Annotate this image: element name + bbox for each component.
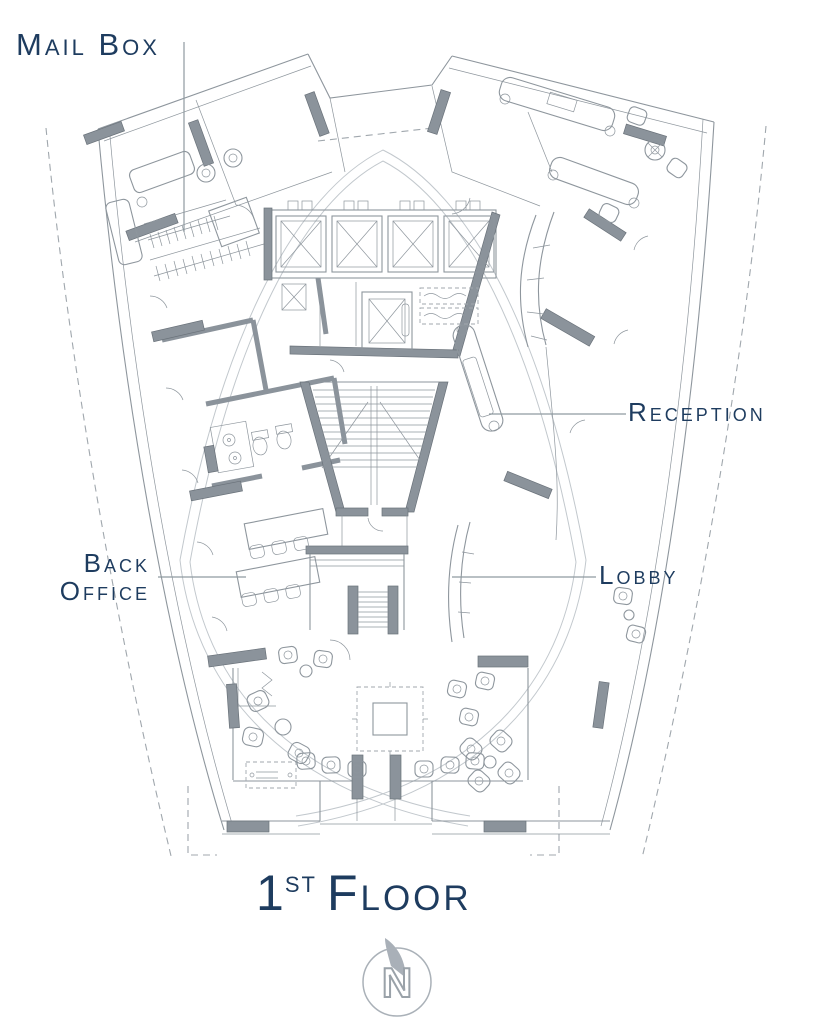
floor-ordinal: st [284, 872, 317, 897]
compass-north-letter: N [382, 959, 412, 1006]
lobby-seating [241, 586, 647, 793]
perimeter-piers [83, 89, 667, 833]
door-swings [149, 197, 649, 632]
office-lounge-right [498, 76, 688, 223]
leader-lines [158, 42, 626, 578]
floor-number: 1 [256, 865, 285, 921]
elevator-cell [331, 200, 383, 273]
secondary-stair [305, 545, 409, 661]
compass-circle [362, 947, 432, 1017]
site-boundary-dashed [45, 125, 767, 861]
main-stair [299, 381, 449, 546]
back-office-label-line1: Back [83, 548, 150, 578]
back-office-desks [235, 507, 329, 607]
curved-benches [448, 211, 555, 643]
floor-title: 1st Floor [256, 864, 472, 922]
reception-label: Reception [628, 397, 766, 427]
design-arcs [179, 149, 587, 827]
service-elevator [361, 291, 413, 351]
elevator-cell [443, 200, 495, 273]
reception-desk [452, 324, 504, 432]
back-office-label: Back Office [18, 549, 150, 605]
mail-box-label: Mail Box [16, 27, 160, 62]
elevator-core [263, 200, 501, 359]
north-compass: N [362, 938, 432, 1017]
restrooms [203, 420, 293, 474]
building-outline [97, 53, 715, 835]
elevator-cell [387, 200, 439, 273]
mailbox-lounge [105, 148, 265, 282]
back-office-label-line2: Office [59, 576, 150, 607]
elevator-cell [275, 200, 327, 273]
floor-word: Floor [326, 865, 472, 921]
lobby-label: Lobby [599, 560, 679, 590]
